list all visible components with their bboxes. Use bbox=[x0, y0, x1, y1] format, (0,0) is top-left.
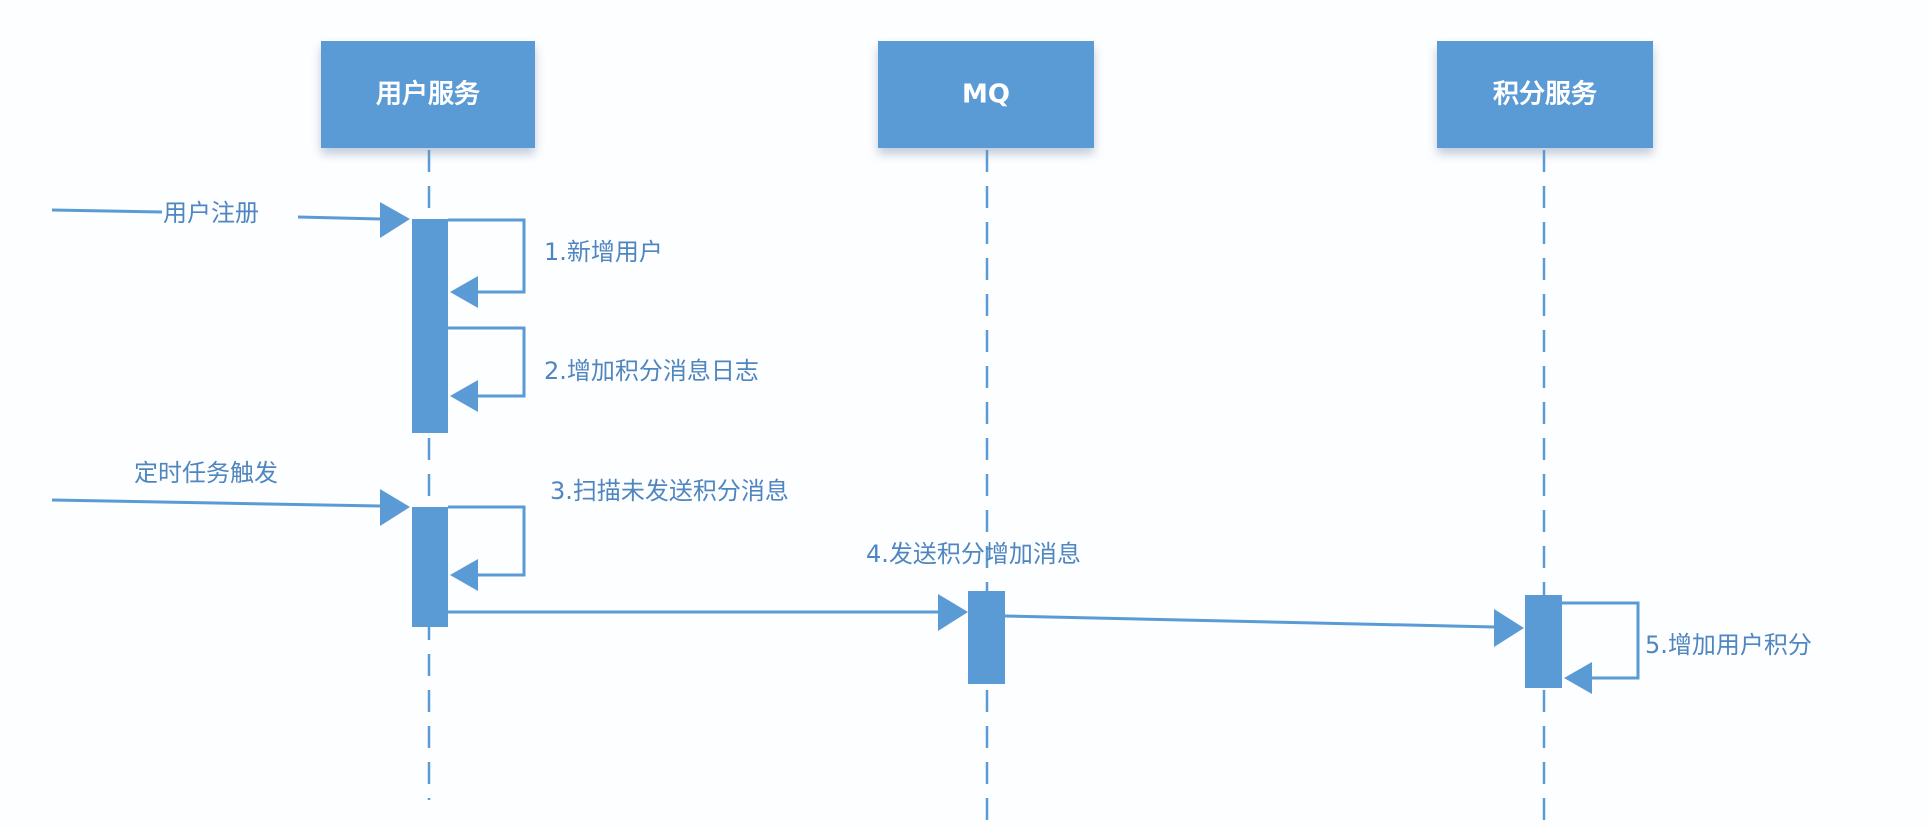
message-label: 4.发送积分增加消息 bbox=[866, 540, 1081, 568]
message-label: 1.新增用户 bbox=[544, 238, 663, 266]
activation-user-service-1 bbox=[412, 219, 448, 433]
self-message-3-arrow bbox=[448, 505, 526, 591]
message-label: 5.增加用户积分 bbox=[1645, 631, 1812, 659]
participant-label: 积分服务 bbox=[1493, 80, 1597, 110]
self-message-5-arrow bbox=[1562, 601, 1640, 694]
message-label: 3.扫描未发送积分消息 bbox=[550, 477, 789, 505]
participant-mq: MQ bbox=[878, 41, 1094, 148]
trigger-scheduled-task-arrow bbox=[51, 489, 410, 526]
activation-points-service bbox=[1525, 595, 1562, 688]
activation-user-service-2 bbox=[412, 507, 448, 627]
participant-user-service: 用户服务 bbox=[321, 41, 535, 148]
trigger-user-register-arrow bbox=[51, 202, 410, 238]
participant-points-service: 积分服务 bbox=[1437, 41, 1653, 148]
mq-to-points-arrow bbox=[1004, 609, 1524, 647]
trigger-label: 定时任务触发 bbox=[134, 459, 278, 487]
self-message-2-arrow bbox=[448, 326, 526, 412]
participant-label: 用户服务 bbox=[376, 79, 480, 110]
message-label: 2.增加积分消息日志 bbox=[544, 357, 759, 385]
activation-mq bbox=[968, 591, 1005, 684]
participant-label: MQ bbox=[962, 80, 1010, 110]
self-message-1-arrow bbox=[448, 218, 526, 308]
trigger-label: 用户注册 bbox=[163, 199, 259, 227]
message-4-arrow bbox=[448, 594, 968, 631]
